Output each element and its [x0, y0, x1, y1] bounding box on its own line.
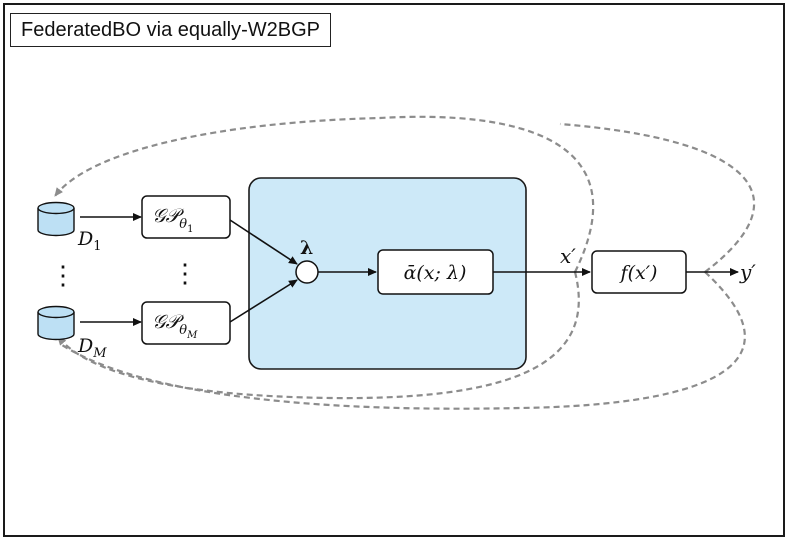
- objective-label: f(x′): [619, 262, 658, 284]
- database-icon-dm: [37, 305, 75, 341]
- feedback-loop-outer-top: [54, 115, 595, 273]
- gpm-box: [141, 301, 231, 345]
- dm-label: DM: [77, 335, 107, 361]
- combiner-node: [295, 260, 319, 284]
- gpm-label: 𝒢𝒫θM: [152, 311, 198, 341]
- feedback-loop-outer-right: [559, 122, 756, 273]
- acquisition-label: ᾱ(x; λ): [404, 262, 467, 284]
- database-icon-d1: [37, 201, 75, 237]
- feedback-loop-outer-bottom: [61, 271, 746, 410]
- y-prime-label: y′: [739, 260, 756, 284]
- arrow-gpm-to-combiner: [229, 279, 298, 323]
- x-prime-label: x′: [560, 244, 576, 268]
- feedback-loop-inner-bottom: [57, 271, 580, 400]
- arrow-gp1-to-combiner: [229, 219, 298, 265]
- lambda-label: λ: [300, 237, 313, 259]
- d1-label: D1: [77, 228, 102, 254]
- gp-vertical-ellipsis: ⋮: [172, 259, 198, 289]
- gp1-label: 𝒢𝒫θ1: [152, 205, 193, 235]
- gp1-box: [141, 195, 231, 239]
- diagram-title: FederatedBO via equally-W2BGP: [10, 13, 332, 47]
- db-vertical-ellipsis: ⋮: [50, 261, 76, 291]
